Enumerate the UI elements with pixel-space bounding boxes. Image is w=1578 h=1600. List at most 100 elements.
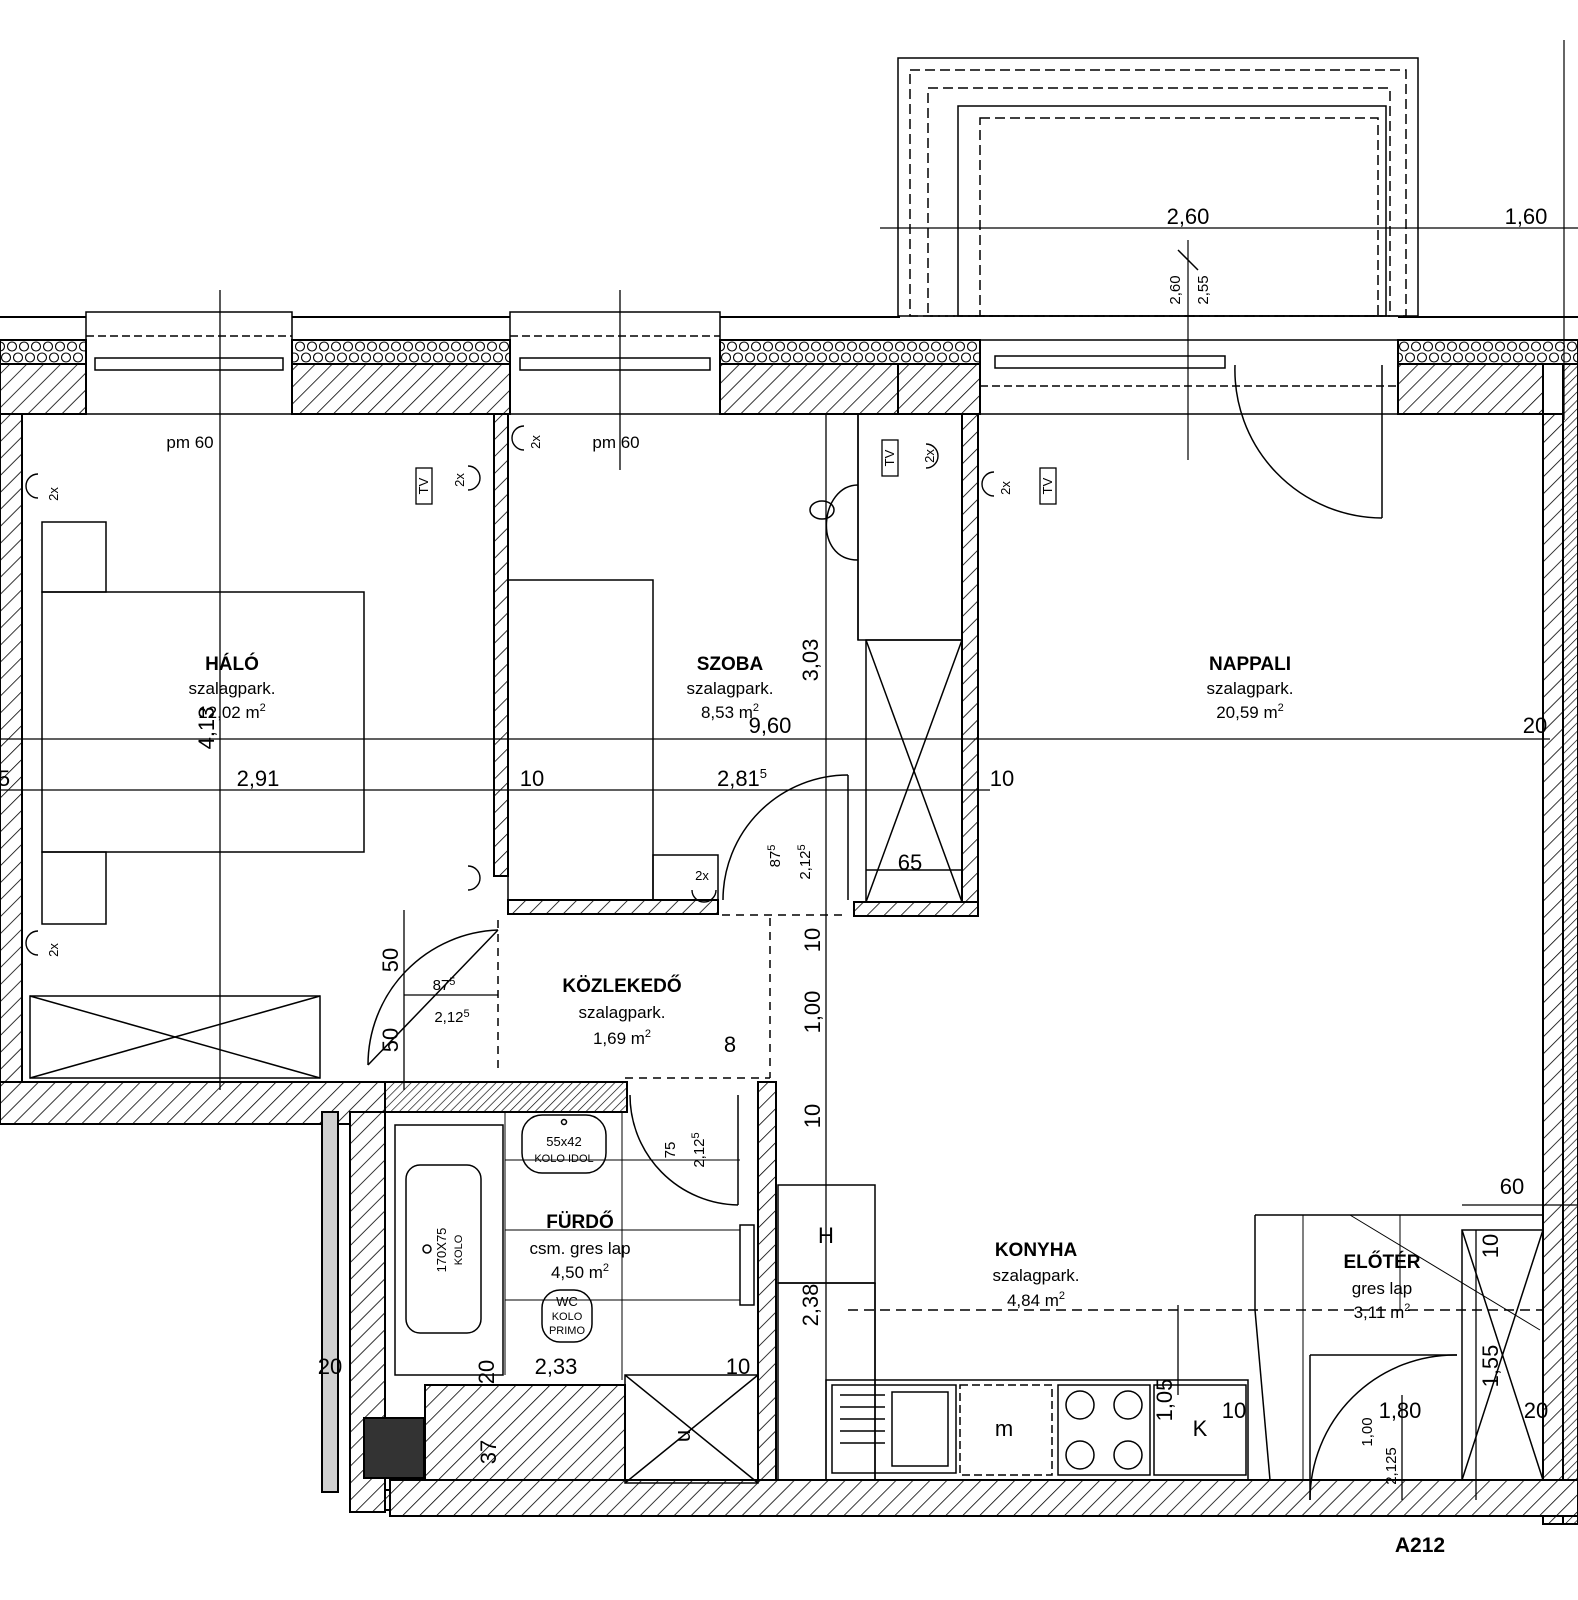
wc [541,1289,593,1343]
wall-top-c [719,363,899,415]
nightstand-top [41,521,107,593]
dim-entry-20: 20 [1524,1398,1548,1423]
dimension-labels: 2,60 1,60 2,60 2,55 9,60 2,91 2,815 10 1… [0,204,1548,1485]
kitchen-sink [831,1384,957,1474]
wall-szoba-bottom [507,899,719,915]
wall-right [1542,413,1564,1525]
socket-icon: 2x [981,471,1013,497]
wall-left-lower [321,1111,339,1493]
dim-corr-c: 8 [724,1032,736,1057]
dim-szoba-width: 2,815 [717,766,767,791]
tub-brand-label: KOLO [453,1234,465,1265]
svg-text:2x: 2x [452,473,467,487]
dim-entry-60: 60 [1500,1174,1524,1199]
dim-balcony-depth-a: 2,60 [1167,275,1184,304]
svg-text:2x: 2x [922,449,937,463]
dim-vert-10b: 10 [800,1104,825,1128]
wall-top-d [897,363,981,415]
dim-corr-a: 50 [378,948,403,972]
room-floor-furdo: csm. gres lap [529,1239,630,1258]
svg-text:2x: 2x [46,943,61,957]
bath-sink [521,1114,607,1174]
balcony [880,40,1578,460]
dim-entry-door-h: 2,125 [1383,1447,1400,1485]
tv-icon: TV [415,467,433,505]
room-labels: HÁLÓ szalagpark. 12,02 m2 SZOBA szalagpa… [189,653,1421,1322]
dim-door-w-a: 875 [766,845,784,868]
wardrobe-szoba [865,639,963,903]
room-area-halo: 12,02 m2 [198,702,266,722]
dim-vert-100: 1,00 [800,991,825,1034]
socket-icon: 2x [511,425,543,451]
room-floor-kozlekedo: szalagpark. [579,1003,666,1022]
dim-balcony-right: 1,60 [1505,204,1548,229]
room-area-furdo: 4,50 m2 [551,1262,609,1282]
dimension-lines [0,290,1578,1500]
svg-text:TV: TV [416,477,431,494]
room-area-eloter: 3,11 m2 [1354,1302,1411,1322]
room-floor-halo: szalagpark. [189,679,276,698]
wardrobe-halo [29,995,321,1079]
dim-balcony-width: 2,60 [1167,204,1210,229]
shaft-block [363,1417,425,1479]
cupboard [1153,1384,1247,1476]
tv-icon: TV [1039,467,1057,505]
unit-id: A212 [1395,1534,1445,1557]
sink-brand-label: KOLO IDOL [534,1153,593,1165]
socket-icon: 2x [691,868,717,903]
room-floor-nappali: szalagpark. [1207,679,1294,698]
insulation-top-right-b [1397,339,1578,365]
doors [367,364,1543,1501]
socket-icon: 2x [25,930,61,957]
room-area-szoba: 8,53 m2 [701,702,759,722]
svg-text:2x: 2x [528,435,543,449]
kitchen-counter [825,1379,1249,1481]
room-name-konyha: KONYHA [995,1240,1078,1261]
furniture [29,413,1544,1484]
window-nappali [979,339,1399,415]
dim-entry-10: 10 [1478,1234,1503,1258]
svg-text:TV: TV [882,449,897,466]
tub-size-label: 170X75 [434,1228,449,1273]
walls [0,316,1578,1525]
fridge-label: H [818,1223,834,1248]
dim-wall-a: 10 [520,766,544,791]
dim-entry-155: 1,55 [1478,1345,1503,1388]
insulation-top-mid [291,339,511,365]
dim-bath-door-h: 2,125 [690,1132,708,1167]
cupboard-label: K [1193,1416,1208,1441]
room-area-konyha: 4,84 m2 [1007,1290,1065,1310]
bed-szoba [507,579,654,901]
dim-balcony-depth-b: 2,55 [1195,275,1212,304]
socket-icon: 2x [25,473,61,501]
dim-bath-10: 10 [726,1354,750,1379]
wall-bottom [389,1479,1578,1517]
svg-text:2x: 2x [998,481,1013,495]
desk [857,413,963,641]
room-name-eloter: ELŐTÉR [1343,1251,1420,1273]
dim-left-cut: 5 [0,766,10,791]
dim-wardrobe: 65 [898,850,922,875]
dim-bath-door-w: 75 [662,1142,679,1159]
window-szoba [509,311,721,415]
wall-halo-bottom [0,1081,386,1125]
room-floor-konyha: szalagpark. [993,1266,1080,1285]
dim-entry-180: 1,80 [1379,1398,1422,1423]
pm-label-right: pm 60 [592,433,639,452]
dim-vert-10a: 10 [800,928,825,952]
insulation-top-right-a [719,339,981,365]
dim-bath-left-20: 20 [318,1354,342,1379]
dim-bath-233: 2,33 [535,1354,578,1379]
bed [41,591,365,853]
wc-label: WC [556,1294,578,1309]
dim-counter-105: 1,05 [1152,1379,1177,1422]
pm-label-left: pm 60 [166,433,213,452]
wall-halo-szoba [493,413,509,877]
dim-halo-depth: 4,13 [194,707,219,750]
bathtub [394,1124,504,1376]
room-area-nappali: 20,59 m2 [1216,702,1284,722]
dim-wall-b: 10 [990,766,1014,791]
microwave [959,1384,1053,1476]
room-name-halo: HÁLÓ [205,653,259,675]
wall-bath-right [757,1081,777,1483]
